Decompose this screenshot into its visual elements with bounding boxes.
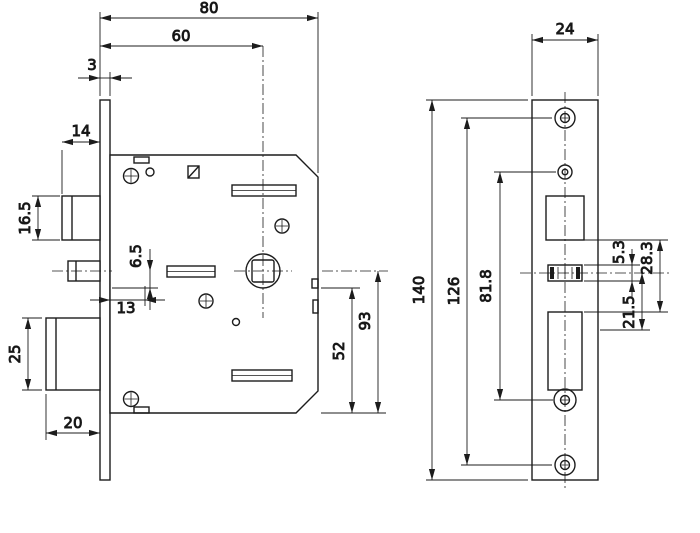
dimension-80: 80 (99, 0, 319, 173)
dimension-60: 60 (100, 27, 263, 50)
screw-bottom-left (122, 390, 140, 408)
dimension-28-3: 28.3 (584, 239, 668, 313)
dimension-25: 25 (6, 317, 42, 391)
dim-label-93: 93 (356, 311, 374, 330)
dim-label-3: 3 (87, 56, 97, 74)
dim-label-52: 52 (330, 341, 348, 360)
dim-label-6-5: 6.5 (127, 244, 145, 268)
dimension-140: 140 (410, 99, 528, 481)
screw-top-left (122, 167, 140, 185)
slot-top (231, 184, 297, 197)
small-hole (231, 317, 241, 327)
dim-label-5-3: 5.3 (610, 240, 628, 264)
dim-label-21-5: 21.5 (620, 295, 638, 328)
slot-bottom (231, 369, 293, 382)
stamp-mark (187, 165, 200, 179)
dim-label-140: 140 (410, 276, 428, 305)
dimension-16-5: 16.5 (16, 195, 60, 241)
left-view-lock-body (45, 99, 319, 481)
dim-label-81-8: 81.8 (477, 269, 495, 302)
dimension-20: 20 (45, 394, 100, 440)
dim-label-28-3: 28.3 (638, 241, 656, 274)
dimension-52: 52 (321, 287, 386, 414)
dimension-93: 93 (356, 271, 382, 413)
pin-hole (145, 167, 155, 177)
dimension-21-5: 21.5 (600, 273, 650, 331)
dim-label-24: 24 (555, 20, 574, 38)
dimension-13: 13 (90, 286, 165, 317)
edge-tab-lower (312, 299, 319, 314)
screw-upper-right (274, 218, 290, 234)
case-notch-bottom (133, 406, 150, 414)
dimension-81-8: 81.8 (477, 171, 556, 401)
dimension-3: 3 (78, 56, 132, 96)
dim-label-16-5: 16.5 (16, 201, 34, 234)
dimensions: 80 60 3 14 16.5 6.5 (6, 0, 668, 481)
deadbolt (45, 317, 101, 391)
dim-label-60: 60 (171, 27, 190, 45)
edge-tab-upper (311, 278, 319, 289)
case-notch-top (133, 156, 150, 164)
slot-middle (166, 265, 216, 278)
centerlines (52, 46, 672, 488)
dimension-24: 24 (531, 20, 599, 96)
dimension-14: 14 (61, 122, 100, 194)
dim-label-126: 126 (445, 277, 463, 306)
dim-label-14: 14 (71, 122, 90, 140)
faceplate-side (99, 99, 111, 481)
dim-label-20: 20 (63, 414, 82, 432)
dimension-126: 126 (445, 117, 552, 466)
screw-center (198, 293, 214, 309)
lock-case (109, 154, 319, 414)
latch-bolt (61, 195, 101, 241)
dim-label-13: 13 (116, 299, 135, 317)
dimension-6-5: 6.5 (112, 244, 158, 310)
dim-label-80: 80 (199, 0, 218, 17)
dim-label-25: 25 (6, 344, 24, 363)
dimension-5-3: 5.3 (584, 240, 640, 297)
